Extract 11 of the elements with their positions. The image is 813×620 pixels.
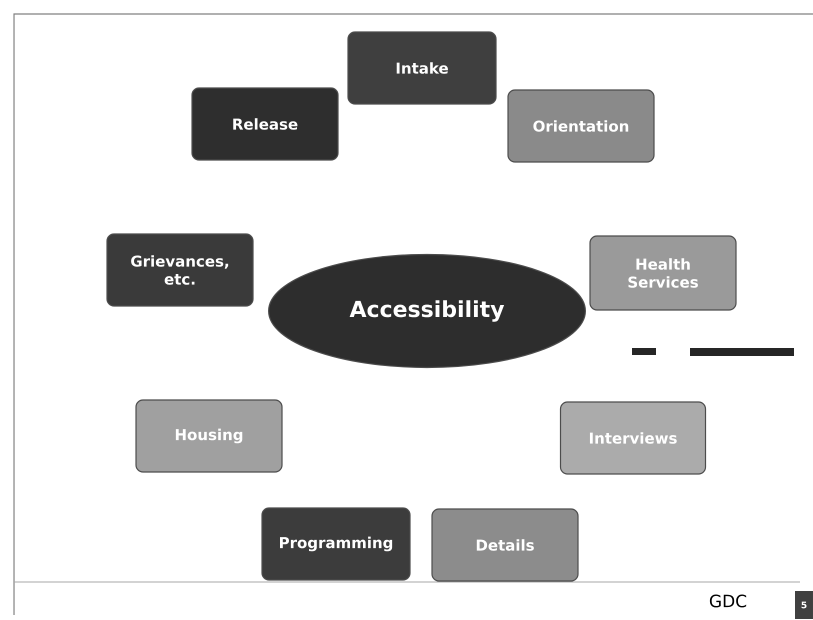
- rounded-box: Release: [191, 87, 339, 161]
- rounded-box: Details: [431, 508, 579, 582]
- rounded-box: Health Services: [589, 235, 737, 311]
- rounded-box: Grievances, etc.: [106, 233, 254, 307]
- rounded-box: Intake: [347, 31, 497, 105]
- page-number: 5: [795, 590, 813, 619]
- rounded-box: Programming: [261, 507, 411, 581]
- rounded-box: Orientation: [507, 89, 655, 163]
- rounded-box: Housing: [135, 399, 283, 473]
- rounded-box: Interviews: [560, 401, 706, 475]
- footer-text: GDC: [710, 594, 746, 608]
